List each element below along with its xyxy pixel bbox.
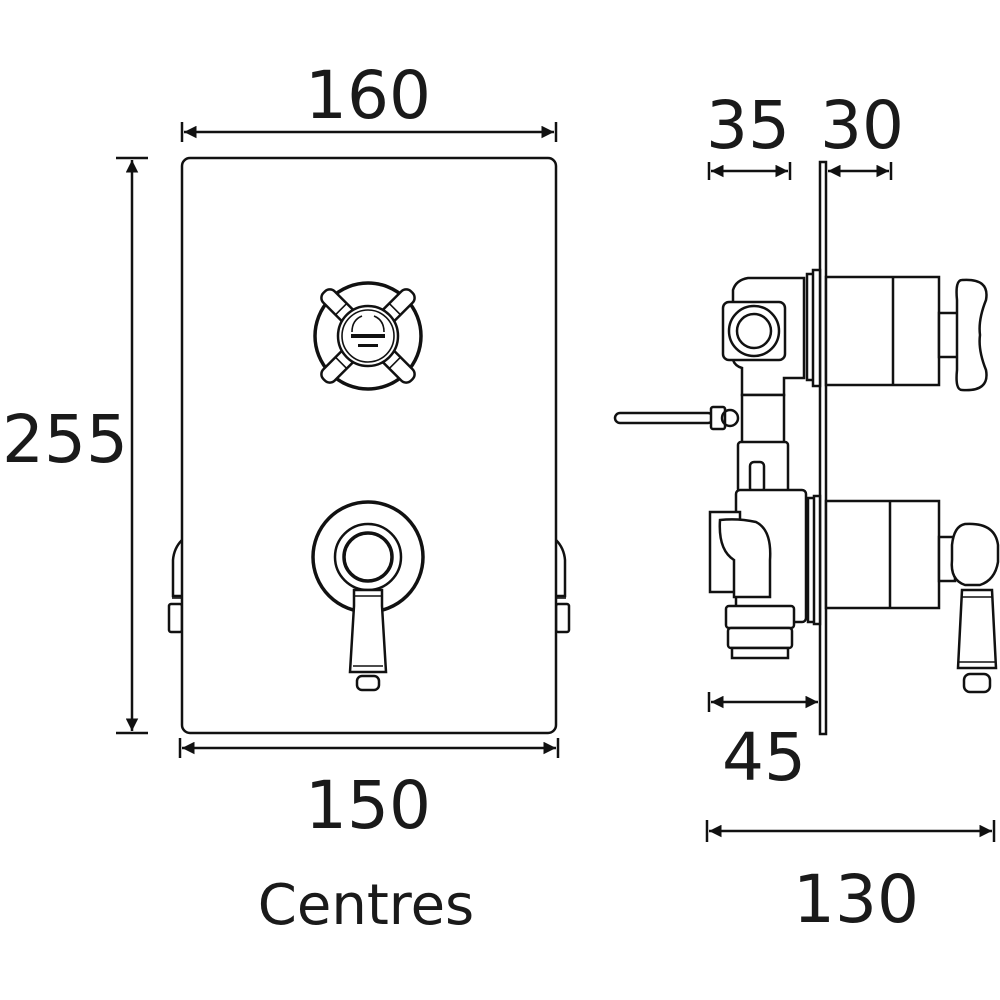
- top-shroud: [824, 275, 988, 392]
- dimension-height-255: 255: [2, 156, 148, 735]
- bottom-shroud: [824, 499, 1000, 694]
- side-view: 35 30 BG: [613, 87, 1000, 938]
- width-label: 160: [305, 57, 431, 134]
- dimension-130: 130: [705, 820, 996, 938]
- valve-body: BG: [613, 268, 822, 660]
- dimension-centres-150: 150 Centres: [178, 738, 560, 938]
- dimension-35: 35: [706, 87, 792, 180]
- dimension-width-160: 160: [180, 57, 558, 142]
- lever-handle: [311, 500, 425, 692]
- left-bracket: [167, 539, 184, 634]
- height-label: 255: [2, 401, 128, 478]
- total-depth-130-label: 130: [793, 861, 919, 938]
- dimension-45: 45: [707, 692, 818, 796]
- centres-label: Centres: [258, 873, 474, 938]
- front-view: 160 255: [2, 57, 571, 938]
- dimension-30: 30: [820, 87, 904, 180]
- projection-30-label: 30: [820, 87, 904, 164]
- centres-value: 150: [305, 767, 431, 844]
- faceplate-edge: [818, 160, 828, 736]
- cross-head-handle: [313, 281, 423, 391]
- body-depth-45-label: 45: [722, 719, 806, 796]
- faceplate: [180, 156, 558, 735]
- right-bracket: [554, 539, 571, 634]
- depth-35-label: 35: [706, 87, 790, 164]
- brand-mark: [351, 334, 385, 338]
